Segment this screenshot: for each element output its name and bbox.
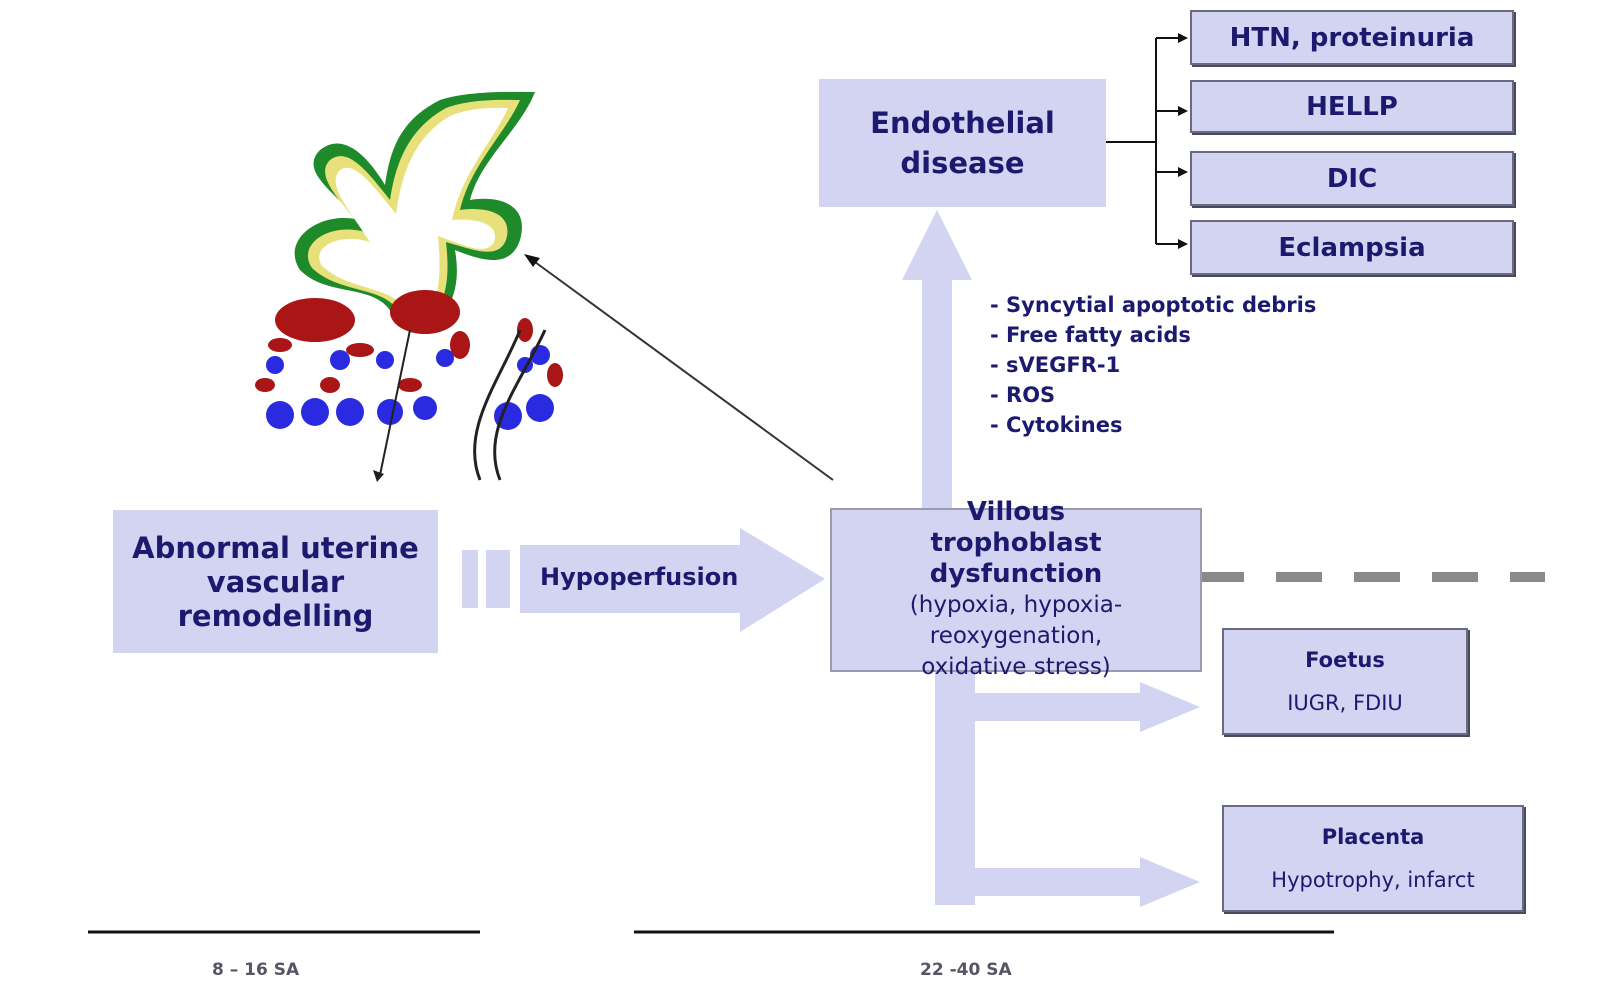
abnormal-remodelling-label: Abnormal uterine vascular remodelling	[132, 530, 419, 633]
outcome-connector	[1097, 33, 1188, 249]
outcome-label: DIC	[1326, 163, 1378, 194]
mediator-item: - Cytokines	[990, 413, 1123, 437]
villous-dysfunction-title: Villous trophoblast dysfunction	[929, 497, 1103, 589]
timeline-early-label: 8 – 16 SA	[212, 960, 300, 980]
outcome-htn-box: HTN, proteinuria	[1190, 10, 1514, 65]
mediators-list: - Syncytial apoptotic debris - Free fatt…	[990, 290, 1316, 440]
mediator-item: - sVEGFR-1	[990, 353, 1121, 377]
outcome-label: HELLP	[1306, 91, 1398, 122]
foetus-detail: IUGR, FDIU	[1287, 691, 1403, 716]
outcome-hellp-box: HELLP	[1190, 80, 1514, 133]
arrow-up-to-endothelial	[902, 210, 972, 510]
mediator-item: - Free fatty acids	[990, 323, 1191, 347]
outcome-dic-box: DIC	[1190, 151, 1514, 206]
villous-dysfunction-box: Villous trophoblast dysfunction (hypoxia…	[830, 497, 1202, 680]
mediator-item: - Syncytial apoptotic debris	[990, 293, 1317, 317]
foetus-box: Foetus IUGR, FDIU	[1222, 628, 1468, 735]
placenta-box: Placenta Hypotrophy, infarct	[1222, 805, 1524, 912]
foetus-title: Foetus	[1305, 647, 1385, 672]
placenta-detail: Hypotrophy, infarct	[1271, 868, 1475, 893]
outcome-eclampsia-box: Eclampsia	[1190, 220, 1514, 275]
endothelial-disease-box: Endothelial disease	[819, 79, 1106, 207]
outcome-label: HTN, proteinuria	[1229, 22, 1475, 53]
mediator-item: - ROS	[990, 383, 1056, 407]
hypoperfusion-label: Hypoperfusion	[540, 563, 739, 591]
villous-dysfunction-detail: (hypoxia, hypoxia-reoxygenation, oxidati…	[909, 592, 1123, 680]
hypoperfusion-arrow	[462, 528, 825, 632]
endothelial-disease-label: Endothelial disease	[870, 106, 1055, 180]
arrow-down-branches	[935, 665, 1200, 907]
placenta-title: Placenta	[1321, 824, 1425, 849]
outcome-label: Eclampsia	[1278, 232, 1426, 263]
abnormal-remodelling-box: Abnormal uterine vascular remodelling	[113, 510, 438, 653]
illustration-pointer-arrow	[524, 254, 834, 481]
timeline-late-label: 22 -40 SA	[920, 960, 1012, 980]
placental-villus-illustration	[255, 91, 563, 482]
